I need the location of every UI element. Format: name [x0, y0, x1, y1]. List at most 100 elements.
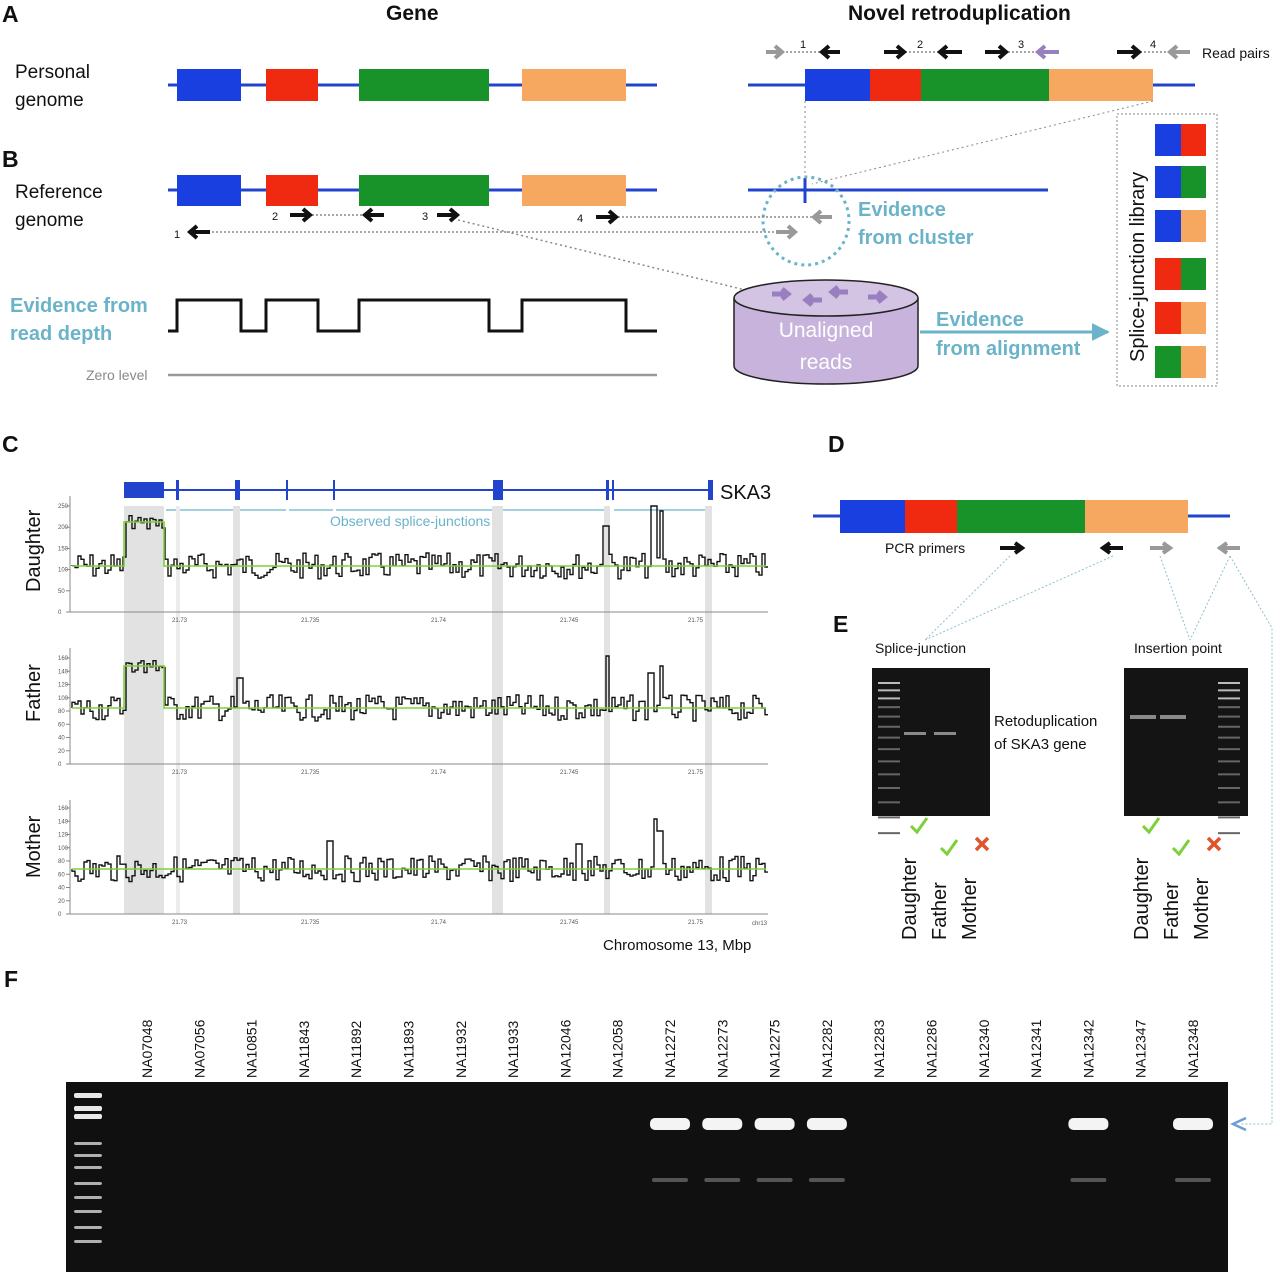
lane-label: NA10851 — [244, 1019, 260, 1078]
sample-label-father: Father — [929, 882, 951, 940]
panel-label-f: F — [4, 966, 18, 992]
ref-pair-number-3: 3 — [422, 211, 428, 223]
x-tick-label: 21.73 — [172, 920, 188, 926]
ladder-band — [878, 801, 900, 804]
pcr-construct — [813, 500, 1230, 533]
ladder-band — [74, 1240, 102, 1243]
track-name-father: Father — [23, 664, 45, 722]
x-tick-label: 21.74 — [431, 618, 447, 624]
ladder-band — [1218, 787, 1240, 789]
evidence-alignment-line1: Evidence — [936, 309, 1024, 331]
gel-band — [1160, 715, 1186, 719]
pair-number-4: 4 — [1150, 39, 1156, 51]
ladder-band — [878, 725, 900, 728]
ladder-band — [1218, 682, 1240, 684]
cluster-circle — [761, 175, 851, 267]
track-name-daughter: Daughter — [23, 509, 45, 592]
y-tick-label: 0 — [58, 610, 62, 616]
novel-retroduplication-header: Novel retroduplication — [848, 2, 1071, 25]
y-tick-label: 20 — [58, 899, 65, 905]
pair-number-1: 1 — [800, 39, 806, 51]
y-tick-label: 140 — [58, 819, 69, 825]
segmentation-line — [72, 521, 766, 567]
evidence-cluster-line2: from cluster — [858, 227, 974, 249]
insertion-connector-right — [811, 100, 1154, 185]
ladder-band — [74, 1226, 102, 1229]
lane-label: NA11843 — [296, 1020, 312, 1078]
ladder-band — [878, 760, 900, 763]
x-tick-label: 21.73 — [172, 618, 188, 624]
track-name-mother: Mother — [23, 815, 45, 878]
retroduplication-label-line1: Retoduplication — [994, 713, 1097, 730]
ladder-band — [878, 816, 900, 819]
lane-label: NA11933 — [505, 1020, 521, 1078]
population-gel-ladder — [74, 1093, 102, 1243]
unaligned-reads-line1: Unaligned — [779, 319, 874, 342]
insertion-point-gel-title: Insertion point — [1134, 640, 1222, 656]
y-tick-label: 100 — [58, 568, 69, 574]
retroduplication-label-line2: of SKA3 gene — [994, 736, 1087, 753]
ref-pair-number-2: 2 — [272, 211, 278, 223]
ska3-gene-label: SKA3 — [720, 482, 771, 504]
highlight-band — [233, 506, 240, 914]
ladder-band — [1218, 816, 1240, 819]
gel-band-strong — [1068, 1118, 1109, 1130]
read-pairs-top: 1 2 3 4 — [766, 39, 1190, 60]
ladder-band — [1218, 832, 1240, 835]
y-tick-label: 200 — [58, 525, 69, 531]
ladder-band — [74, 1210, 102, 1213]
lane-label: NA12275 — [767, 1019, 783, 1078]
gel-band-strong — [1173, 1118, 1213, 1130]
splice-junction-gel-title: Splice-junction — [875, 640, 966, 656]
ladder-band — [878, 773, 900, 776]
ladder-band — [878, 706, 900, 709]
ref-pair-number-4: 4 — [577, 213, 583, 225]
lane-label: NA12341 — [1028, 1019, 1044, 1078]
ska3-gene-model — [124, 480, 713, 500]
lane-label: NA07056 — [191, 1019, 207, 1078]
y-tick-label: 40 — [58, 886, 65, 892]
splice-library-label: Splice-junction library — [1127, 172, 1149, 362]
check-icon — [939, 839, 959, 857]
sample-label-daughter: Daughter — [899, 857, 921, 940]
ladder-band — [878, 715, 900, 718]
lane-label: NA12347 — [1133, 1019, 1149, 1078]
y-tick-label: 250 — [58, 504, 69, 510]
x-axis-label: Chromosome 13, Mbp — [603, 937, 751, 954]
lane-label: NA12058 — [610, 1019, 626, 1078]
lane-label: NA12348 — [1185, 1019, 1201, 1078]
lane-label: NA12282 — [819, 1019, 835, 1078]
retroduplication-track — [748, 69, 1195, 101]
panel-label-c: C — [2, 431, 19, 457]
personal-genome-label-line1: Personal — [15, 62, 90, 83]
cross-icon — [1206, 836, 1222, 852]
gel-band-strong — [702, 1118, 743, 1130]
ladder-band — [1218, 689, 1240, 692]
y-tick-label: 140 — [58, 669, 69, 675]
observed-splice-junctions-label: Observed splice-junctions — [330, 513, 490, 529]
panel-label-e: E — [833, 611, 848, 637]
depth-trace — [71, 655, 768, 722]
ladder-band — [74, 1154, 102, 1157]
ladder-band — [878, 832, 900, 835]
sample-label-mother: Mother — [1191, 877, 1213, 940]
sample-label-mother: Mother — [959, 877, 981, 940]
y-tick-label: 0 — [58, 762, 62, 768]
ladder-band — [74, 1166, 102, 1169]
read-pairs-reference: 1 2 3 4 — [174, 207, 832, 297]
x-tick-label: 21.745 — [560, 618, 579, 624]
ladder-band — [74, 1106, 102, 1111]
ladder-band — [74, 1182, 102, 1185]
y-tick-label: 0 — [58, 912, 62, 918]
zero-level-label: Zero level — [86, 367, 147, 383]
gel-ladder — [1218, 682, 1240, 835]
lane-label: NA12286 — [924, 1019, 940, 1078]
x-tick-label: 21.735 — [301, 770, 320, 776]
reference-insertion-track — [748, 178, 1048, 203]
gene-header: Gene — [386, 2, 439, 25]
evidence-cluster-line1: Evidence — [858, 199, 946, 221]
lane-label: NA11893 — [401, 1020, 417, 1078]
cross-icon — [974, 836, 990, 852]
